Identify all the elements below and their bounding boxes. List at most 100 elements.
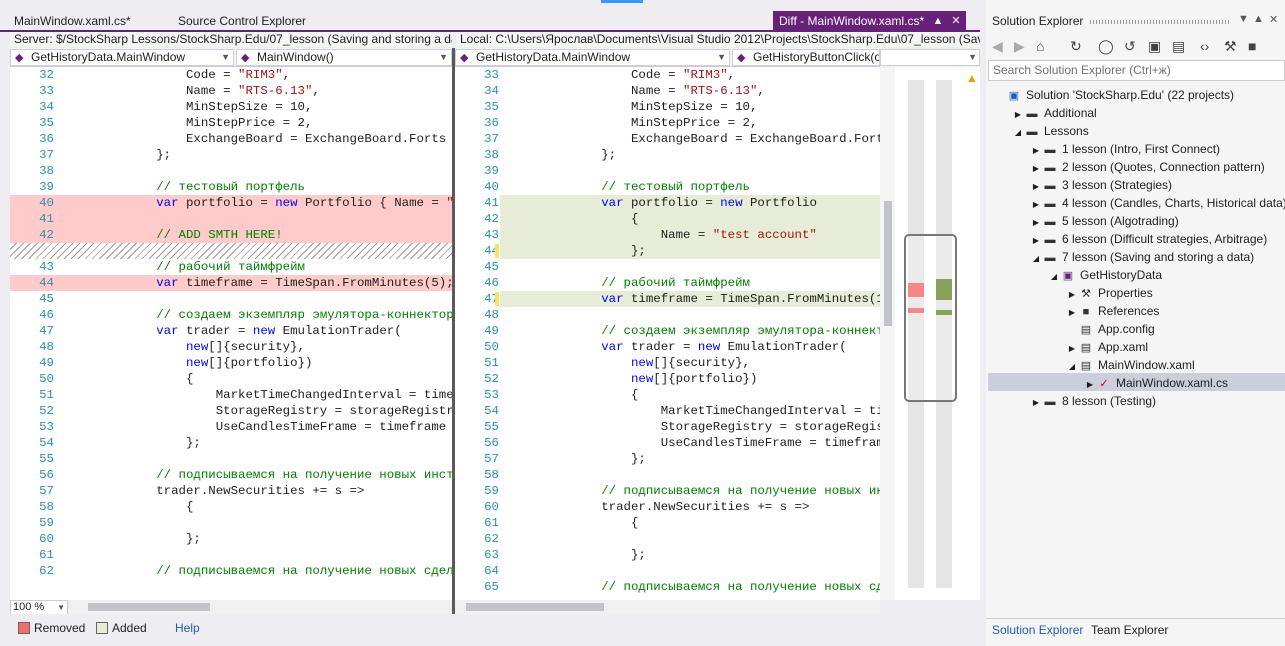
code-line[interactable]: 57 trader.NewSecurities += s => — [10, 483, 452, 499]
code-line[interactable]: 60 trader.NewSecurities += s => — [455, 499, 880, 515]
pane-splitter[interactable] — [452, 48, 455, 614]
code-line[interactable]: 59 // подписываемся на получение новых и… — [455, 483, 880, 499]
expander-icon[interactable]: ◢ — [1068, 362, 1076, 371]
show-all-files-icon[interactable]: ▤ — [1172, 38, 1186, 54]
code-line[interactable]: 62 — [455, 531, 880, 547]
code-line[interactable]: 54 }; — [10, 435, 452, 451]
vertical-scrollbar[interactable] — [880, 67, 895, 600]
expander-icon[interactable]: ◢ — [1032, 254, 1040, 263]
home-icon[interactable]: ⌂ — [1036, 38, 1045, 54]
code-line[interactable]: 36 ExchangeBoard = ExchangeBoard.Forts — [10, 131, 452, 147]
close-icon[interactable]: ✕ — [951, 15, 961, 27]
code-line[interactable]: 43 Name = "test account" — [484, 227, 880, 243]
expander-icon[interactable]: ▶ — [1068, 308, 1076, 317]
expander-icon[interactable]: ▶ — [1032, 200, 1040, 209]
help-link[interactable]: Help — [175, 621, 200, 635]
expander-icon[interactable]: ▶ — [1014, 110, 1022, 119]
tree-item-folder-lesson-1[interactable]: ▶▬1 lesson (Intro, First Connect) — [1030, 140, 1220, 158]
panel-drag-grip[interactable] — [1090, 20, 1230, 24]
code-line[interactable]: 34 Name = "RTS-6.13", — [455, 83, 880, 99]
code-line[interactable]: 48 new[]{security}, — [10, 339, 452, 355]
code-line[interactable]: 45 — [455, 259, 880, 275]
code-line[interactable]: 38 — [10, 163, 452, 179]
code-line[interactable]: 49 new[]{portfolio}) — [10, 355, 452, 371]
code-line[interactable]: 37 ExchangeBoard = ExchangeBoard.Forts — [455, 131, 880, 147]
code-line[interactable]: 53 { — [455, 387, 880, 403]
code-line[interactable]: 44 }; — [484, 243, 880, 259]
code-line[interactable]: 52 new[]{portfolio}) — [455, 371, 880, 387]
tree-item-folder-lesson-5[interactable]: ▶▬5 lesson (Algotrading) — [1030, 212, 1179, 230]
code-line[interactable]: 64 — [455, 563, 880, 579]
code-line[interactable]: 41 — [10, 211, 452, 227]
preview-icon[interactable]: ■ — [1248, 38, 1257, 54]
expander-icon[interactable]: ▶ — [1068, 344, 1076, 353]
code-line[interactable]: 51 MarketTimeChangedInterval = timeframe… — [10, 387, 452, 403]
tree-item-folder-lesson-4[interactable]: ▶▬4 lesson (Candles, Charts, Historical … — [1030, 194, 1285, 212]
code-line[interactable]: 54 MarketTimeChangedInterval = timeframe… — [455, 403, 880, 419]
pin-icon[interactable]: ▲ — [1253, 13, 1264, 25]
local-horizontal-thumb[interactable] — [466, 603, 604, 611]
tree-item-solution-node[interactable]: ▣Solution 'StockSharp.Edu' (22 projects) — [994, 86, 1234, 104]
close-icon[interactable]: ✕ — [1269, 14, 1279, 26]
local-member-combo[interactable]: ◆ GetHistoryButtonClick(object sender, R… — [732, 49, 880, 66]
tree-item-folder-lesson-6[interactable]: ▶▬6 lesson (Difficult strategies, Arbitr… — [1030, 230, 1267, 248]
expander-icon[interactable]: ◢ — [1050, 272, 1058, 281]
code-line[interactable]: 40 var portfolio = new Portfolio { Name … — [10, 195, 452, 211]
expander-icon[interactable]: ◢ — [1014, 128, 1022, 137]
code-line[interactable]: 45 — [10, 291, 452, 307]
dropdown-icon[interactable]: ▼ — [1238, 13, 1249, 25]
server-type-combo[interactable]: ◆ GetHistoryData.MainWindow ▼ — [10, 49, 234, 66]
code-line[interactable]: 61 { — [455, 515, 880, 531]
forward-icon[interactable]: ▶ — [1014, 38, 1025, 54]
properties-wrench-icon[interactable]: ⚒ — [1224, 38, 1237, 54]
code-line[interactable]: 33 Name = "RTS-6.13", — [10, 83, 452, 99]
local-code-pane[interactable]: ◆ GetHistoryData.MainWindow ▼ ◆ GetHisto… — [455, 48, 880, 600]
tree-item-folder-lesson-2[interactable]: ▶▬2 lesson (Quotes, Connection pattern) — [1030, 158, 1265, 176]
expander-icon[interactable]: ▶ — [1032, 182, 1040, 191]
code-line[interactable]: 59 — [10, 515, 452, 531]
expander-icon[interactable]: ▶ — [1032, 146, 1040, 155]
code-line[interactable]: 46 // рабочий таймфрейм — [455, 275, 880, 291]
code-line[interactable]: 47 var trader = new EmulationTrader( — [10, 323, 452, 339]
code-line[interactable]: 34 MinStepSize = 10, — [10, 99, 452, 115]
code-line[interactable]: 57 }; — [455, 451, 880, 467]
code-line[interactable]: 55 — [10, 451, 452, 467]
back-icon[interactable]: ◀ — [992, 38, 1003, 54]
expander-icon[interactable]: ▶ — [1068, 290, 1076, 299]
local-member-combo-overflow[interactable]: ▼ — [880, 49, 980, 66]
view-code-icon[interactable]: ‹› — [1200, 38, 1210, 54]
code-line[interactable]: 50 var trader = new EmulationTrader( — [455, 339, 880, 355]
code-line[interactable]: 33 Code = "RIM3", — [455, 67, 880, 83]
code-line[interactable]: 44 var timeframe = TimeSpan.FromMinutes(… — [10, 275, 452, 291]
tree-item-project-gethistorydata[interactable]: ◢▣GetHistoryData — [1048, 266, 1162, 284]
server-member-combo[interactable]: ◆ MainWindow() ▼ — [236, 49, 452, 66]
server-horizontal-thumb[interactable] — [88, 603, 210, 611]
expander-icon[interactable]: ▶ — [1086, 380, 1094, 389]
overview-viewport-lens[interactable] — [904, 234, 957, 402]
code-line[interactable]: 63 }; — [455, 547, 880, 563]
refresh-icon[interactable]: ↺ — [1124, 38, 1136, 54]
local-type-combo[interactable]: ◆ GetHistoryData.MainWindow ▼ — [455, 49, 730, 66]
code-line[interactable]: 51 new[]{security}, — [455, 355, 880, 371]
collapse-all-icon[interactable]: ▣ — [1148, 38, 1162, 54]
tree-item-folder-lesson-8[interactable]: ▶▬8 lesson (Testing) — [1030, 392, 1156, 410]
code-line[interactable]: 41 var portfolio = new Portfolio — [484, 195, 880, 211]
code-line[interactable]: 37 }; — [10, 147, 452, 163]
tab-solution-explorer[interactable]: Solution Explorer — [992, 623, 1084, 637]
code-line[interactable]: 56 // подписываемся на получение новых и… — [10, 467, 452, 483]
tab-team-explorer[interactable]: Team Explorer — [1091, 623, 1169, 637]
tree-item-folder-lesson-7[interactable]: ◢▬7 lesson (Saving and storing a data) — [1030, 248, 1254, 266]
expander-icon[interactable]: ▶ — [1032, 218, 1040, 227]
code-line[interactable]: 62 // подписываемся на получение новых с… — [10, 563, 452, 579]
code-line[interactable]: 39 // тестовый портфель — [10, 179, 452, 195]
code-line[interactable]: 61 — [10, 547, 452, 563]
code-line[interactable]: 53 UseCandlesTimeFrame = timeframe — [10, 419, 452, 435]
tab-source-control-explorer[interactable]: Source Control Explorer — [178, 14, 307, 28]
warning-icon[interactable]: ▲ — [966, 71, 978, 85]
server-code-pane[interactable]: ◆ GetHistoryData.MainWindow ▼ ◆ MainWind… — [10, 48, 452, 600]
code-line[interactable]: 38 }; — [455, 147, 880, 163]
tab-mainwindow-xaml-cs[interactable]: MainWindow.xaml.cs* — [14, 14, 131, 28]
code-line[interactable]: 40 // тестовый портфель — [455, 179, 880, 195]
solution-search-input[interactable]: Search Solution Explorer (Ctrl+ж) — [988, 60, 1285, 81]
code-line[interactable]: 65 // подписываемся на получение новых с… — [455, 579, 880, 595]
